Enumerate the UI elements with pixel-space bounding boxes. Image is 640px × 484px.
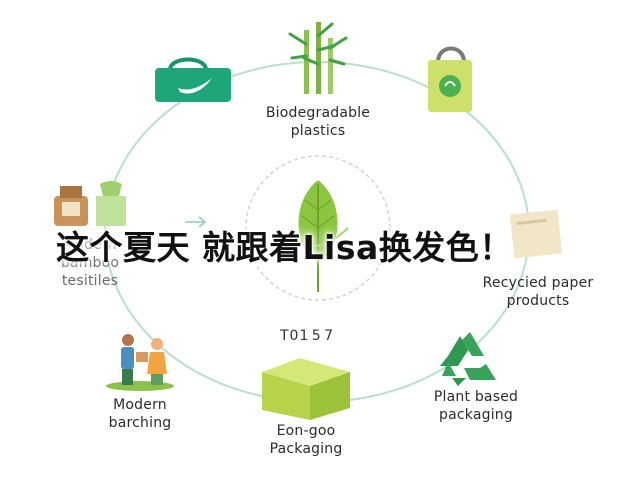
- label-eon-goo: Eon-goo Packaging: [269, 423, 343, 457]
- recycle-icon: [440, 332, 496, 386]
- label-modern-barching: Modern barching: [108, 397, 172, 431]
- shopping-bag-icon: [155, 57, 231, 102]
- label-biodegradable: Biodegradable plastics: [265, 105, 371, 139]
- center-arrow: [185, 216, 207, 228]
- center-code-label: T01 5 7: [280, 328, 334, 344]
- label-bamboo-textiles: Modern bamboo tesitiles: [60, 237, 120, 289]
- overlay-caption: 这个夏天 就跟着Lisa换发色！: [56, 228, 513, 267]
- bamboo-icon: [288, 22, 348, 94]
- leaf-icon: [289, 180, 349, 292]
- box-icon: [262, 358, 350, 420]
- label-plant-based: Plant based packaging: [433, 389, 519, 423]
- jars-icon: [54, 181, 126, 226]
- center-circle: [245, 155, 391, 301]
- eco-tote-bag-icon: [428, 46, 472, 112]
- label-recycled-paper: Recycied paper products: [482, 275, 594, 309]
- paper-icon: [510, 209, 562, 259]
- people-icon: [106, 334, 174, 391]
